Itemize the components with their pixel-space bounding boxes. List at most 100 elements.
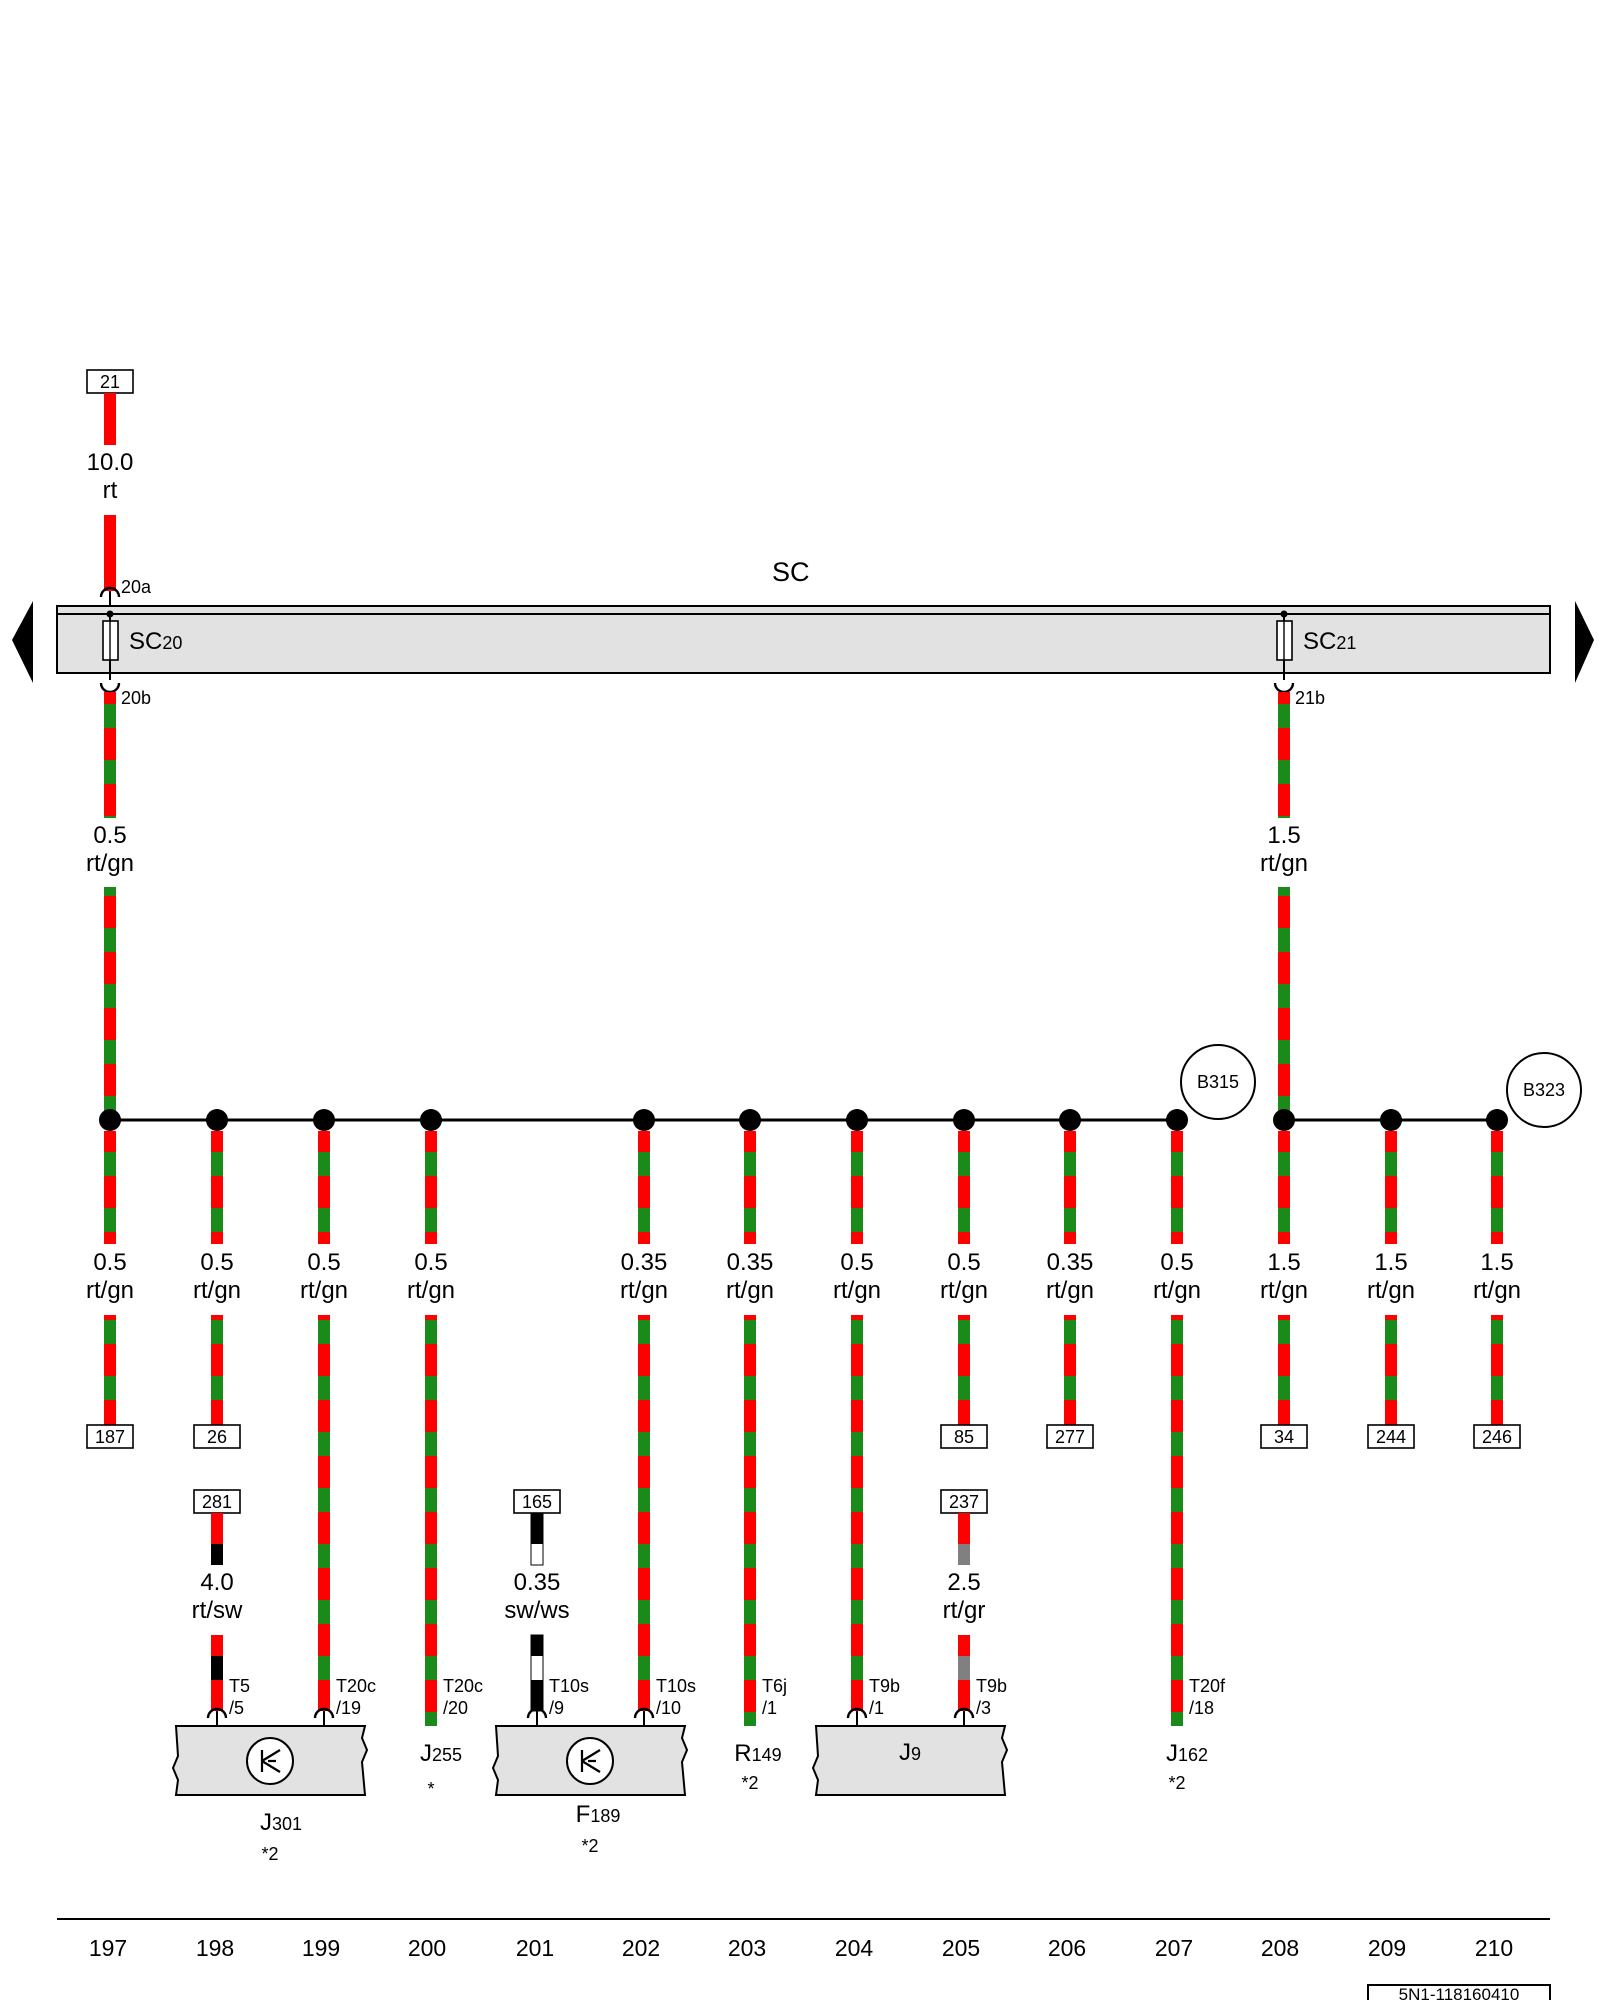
column-number: 198 [196,1935,234,1961]
branch-206: 0.35 rt/gn 277 [1046,1109,1094,1449]
branch-gauge: 0.5 [414,1249,447,1276]
pin-20b-label: 20b [121,688,151,708]
branch-ref-box [1473,1424,1521,1449]
component-f189: F189 *2 [491,1725,689,1856]
branch-210: 1.5 rt/gn 246 [1473,1109,1521,1449]
branch-wire [211,1315,223,1427]
column-ruler: 197 198 199 200 201 202 203 204 205 206 … [57,1918,1550,1961]
branch-color: rt/gn [86,1277,134,1304]
side-feed-wire [958,1513,970,1565]
splice-dot [313,1109,335,1131]
branch-wire [851,1131,863,1244]
side-feed-color: rt/gr [943,1597,986,1624]
branch-200: 0.5 rt/gn T20c /20 [407,1109,483,1726]
top-feed-color: rt [103,477,118,504]
connector-pin: T20c [443,1676,483,1696]
branch-gauge: 0.35 [727,1249,774,1276]
splice-dot [206,1109,228,1131]
branch-wire [1491,1131,1503,1244]
branch-wire [1171,1131,1183,1244]
branch-gauge: 0.5 [1160,1249,1193,1276]
pin-21b-label: 21b [1295,688,1325,708]
branch-wire [425,1131,437,1244]
branch-wire [958,1131,970,1244]
connector-icon [953,1707,975,1719]
sc20-output-wire: 20b 0.5 rt/gn [86,682,151,1121]
splice-dot [1380,1109,1402,1131]
branch-color: rt/gn [407,1277,455,1304]
bus-bar: SC [12,557,1594,683]
connector-pin-no: /1 [762,1698,777,1718]
side-feed-237: 237 2.5 rt/gr T9b /3 [940,1489,1007,1726]
branch-color: rt/gn [940,1277,988,1304]
column-number: 208 [1261,1935,1299,1961]
branch-gauge: 0.5 [947,1249,980,1276]
side-feed-ref: 281 [202,1492,232,1512]
branch-202: 0.35 rt/gn T10s /10 [620,1109,696,1726]
document-id-box: 5N1-118160410 [1367,1984,1551,2000]
pin-20a-label: 20a [121,577,152,597]
connector-pin-no: /18 [1189,1698,1214,1718]
branch-ref-box [1367,1424,1415,1449]
branch-wire [638,1315,650,1711]
branch-wire [104,1315,116,1427]
splice-dot [1059,1109,1081,1131]
connector-icon [633,1707,655,1719]
branch-color: rt/gn [1046,1277,1094,1304]
ground-point-b323 [1506,1052,1582,1128]
branch-gauge: 0.35 [621,1249,668,1276]
component-r149-note: *2 [741,1773,758,1793]
component-j162: J162 *2 [1166,1740,1208,1793]
fuse-sc21-node [1280,610,1288,618]
branch-color: rt/gn [833,1277,881,1304]
branch-color: rt/gn [620,1277,668,1304]
connector-pin-no: /3 [976,1698,991,1718]
main-wire-1-gauge: 0.5 [93,822,126,849]
component-j9-label: J9 [899,1739,921,1766]
branch-208: 1.5 rt/gn 34 [1260,1109,1308,1449]
top-feed-wire-lower [104,515,116,591]
branch-198: 0.5 rt/gn 26 [193,1109,241,1449]
branch-ref-box [940,1424,988,1449]
connector-pin: T20f [1189,1676,1226,1696]
branch-wire [744,1131,756,1244]
branch-wire [744,1315,756,1726]
fuse-sc21-label: SC21 [1303,628,1356,655]
ground-point-b323-label: B323 [1523,1080,1565,1100]
branch-wire [104,1131,116,1244]
branch-ref-box [86,1424,134,1449]
branch-wire [638,1131,650,1244]
component-f189-note: *2 [581,1836,598,1856]
fuse-sc20: SC20 [102,610,182,680]
branch-wire [1064,1315,1076,1427]
column-number: 202 [622,1935,660,1961]
branch-wire [1171,1315,1183,1726]
splice-dot [420,1109,442,1131]
side-feed-gauge: 2.5 [947,1569,980,1596]
column-number: 201 [516,1935,554,1961]
branch-wire [1278,1315,1290,1427]
splice-dot [953,1109,975,1131]
bus-label: SC [772,557,810,587]
branch-gauge: 0.35 [1047,1249,1094,1276]
connector-pin-no: /1 [869,1698,884,1718]
side-feed-165: 165 0.35 sw/ws T10s /9 [504,1489,589,1726]
bus-arrow-right-icon [1575,601,1594,683]
branch-wire [425,1315,437,1726]
branch-197: 0.5 rt/gn 187 [86,1109,134,1449]
column-number: 197 [89,1935,127,1961]
branch-color: rt/gn [726,1277,774,1304]
branch-wire [318,1315,330,1711]
connector-pin: T10s [549,1676,589,1696]
sensor-icon-symbol [260,1749,281,1773]
side-feed-wire [211,1513,223,1565]
column-number: 210 [1475,1935,1513,1961]
connector-20b-icon [99,682,121,694]
connector-pin: T10s [656,1676,696,1696]
branch-wire [851,1315,863,1711]
column-number: 199 [302,1935,340,1961]
ground-point-b315 [1180,1044,1256,1120]
column-number: 207 [1155,1935,1193,1961]
side-feed-wire [530,1512,544,1566]
